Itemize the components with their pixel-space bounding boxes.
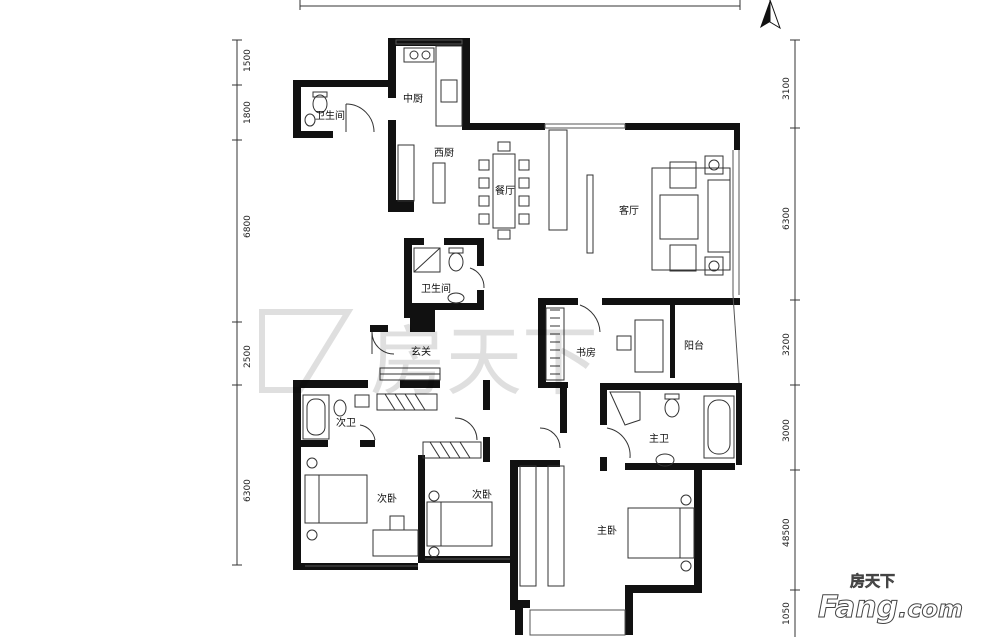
left-dimension-line xyxy=(232,39,242,566)
label-bedroom-mid: 次卧 xyxy=(472,488,492,501)
foyer-door xyxy=(371,331,395,355)
top-dimension-line xyxy=(299,0,741,10)
fang-logo-cn: 房天下 xyxy=(850,572,895,590)
dim-left-2: 1800 xyxy=(243,101,253,124)
master-bedroom-furniture xyxy=(627,494,695,572)
dim-right-1: 3100 xyxy=(782,77,792,100)
dim-right-2: 6300 xyxy=(782,207,792,230)
kitchen-counter xyxy=(403,45,463,127)
wardrobes xyxy=(376,393,565,587)
right-dimension-line xyxy=(790,39,800,637)
dim-right-5: 48500 xyxy=(782,518,792,547)
label-middle-kitchen: 中厨 xyxy=(403,92,423,105)
label-master-bath: 主卫 xyxy=(649,433,669,445)
label-second-bath: 次卫 xyxy=(336,416,356,429)
master-bath-fixtures xyxy=(606,391,735,467)
study-furniture xyxy=(545,304,664,381)
label-western-kitchen: 西厨 xyxy=(434,147,454,159)
mid-bath-fixtures xyxy=(413,247,485,304)
label-foyer: 玄关 xyxy=(411,345,431,358)
label-study: 书房 xyxy=(576,346,596,359)
left-bedroom-furniture xyxy=(304,457,419,557)
watermark-logo-center: 房天下 xyxy=(259,309,598,406)
sofa-set xyxy=(651,155,731,276)
label-master-bedroom: 主卧 xyxy=(597,524,617,537)
dim-left-4: 2500 xyxy=(243,345,253,368)
north-arrow-icon xyxy=(760,0,781,30)
foyer-cabinet xyxy=(379,367,441,381)
dim-right-4: 3000 xyxy=(782,419,792,442)
window-lines xyxy=(305,39,740,636)
dim-left-1: 1500 xyxy=(243,49,253,72)
west-kitchen-counter xyxy=(397,144,446,204)
label-living: 客厅 xyxy=(619,204,639,217)
label-bedroom-left: 次卧 xyxy=(377,492,397,505)
label-bath-mid: 卫生间 xyxy=(421,282,451,295)
dim-left-3: 6800 xyxy=(243,215,253,238)
dim-right-3: 3200 xyxy=(782,333,792,356)
mid-bedroom-furniture xyxy=(426,490,493,558)
dim-left-5: 6300 xyxy=(243,479,253,502)
second-bath-fixtures xyxy=(302,394,376,441)
dim-right-6: 1050 xyxy=(782,602,792,625)
watermark-center-text: 房天下 xyxy=(370,317,598,406)
tv-cabinet xyxy=(548,129,594,254)
label-dining: 餐厅 xyxy=(495,184,515,197)
top-bath-fixtures xyxy=(304,91,375,133)
label-balcony: 阳台 xyxy=(684,339,704,352)
fang-logo: 房天下 Fang.com xyxy=(818,572,964,626)
label-bath-top: 卫生间 xyxy=(315,109,345,122)
dining-table xyxy=(478,141,530,240)
fang-logo-en: Fang.com xyxy=(818,590,963,625)
